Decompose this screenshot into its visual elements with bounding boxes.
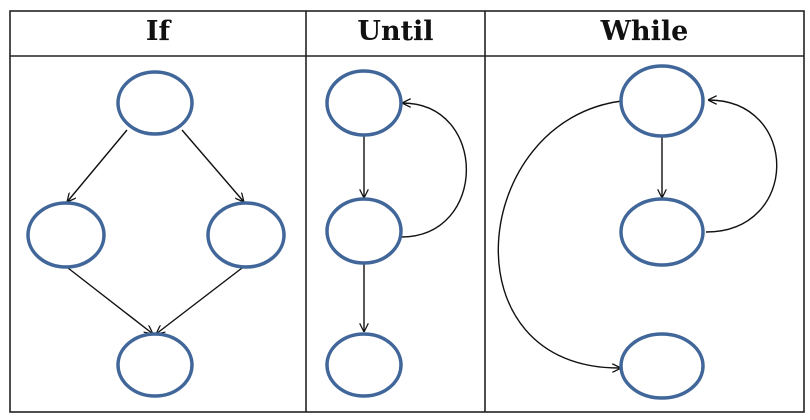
if-edge-right-bottom bbox=[156, 267, 243, 334]
if-node-bottom bbox=[116, 332, 194, 398]
while-node-bottom bbox=[619, 332, 705, 400]
table-grid bbox=[9, 10, 805, 413]
if-diagram bbox=[26, 70, 286, 398]
if-node-top bbox=[116, 70, 194, 136]
if-edge-left-bottom bbox=[67, 267, 153, 334]
until-node-top bbox=[325, 69, 403, 137]
column-header-if: If bbox=[145, 16, 171, 47]
while-node-middle bbox=[619, 197, 705, 267]
while-loop-edge bbox=[705, 100, 778, 233]
until-loop-edge bbox=[400, 103, 468, 238]
until-node-bottom bbox=[325, 332, 403, 398]
if-node-right bbox=[206, 201, 286, 269]
until-diagram bbox=[325, 69, 468, 398]
table-border bbox=[9, 10, 805, 413]
while-exit-edge bbox=[497, 100, 623, 368]
if-node-left bbox=[26, 201, 106, 269]
until-node-middle bbox=[325, 197, 403, 265]
if-edge-top-right bbox=[181, 129, 244, 202]
while-node-top bbox=[619, 64, 705, 138]
while-diagram bbox=[497, 64, 778, 400]
column-header-until: Until bbox=[357, 16, 434, 47]
column-header-while: While bbox=[600, 16, 689, 47]
if-edge-top-left bbox=[67, 129, 128, 202]
